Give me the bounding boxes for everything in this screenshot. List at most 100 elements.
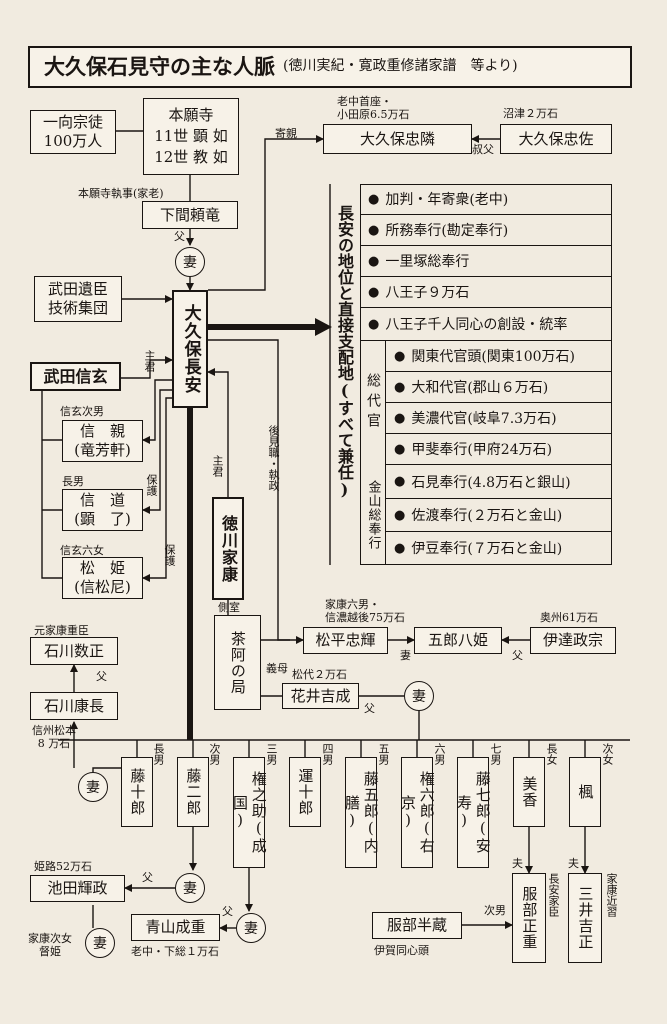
son-unjuro: 運十郎: [289, 757, 321, 827]
node-hanzo: 服部半蔵: [372, 912, 462, 939]
node-ikeda: 池田輝政: [30, 875, 125, 902]
son-gonnosuke: 権之助(成国): [231, 757, 268, 868]
node-matsuhime: 松 姫 (信松尼): [62, 557, 143, 599]
label-hogo-2: 保護: [163, 544, 176, 566]
son-order: 四男: [321, 743, 334, 765]
daughter-mika: 美香: [513, 757, 545, 827]
node-ikko: 一向宗徒 100万人: [30, 110, 116, 154]
daughter-kaede: 楓: [569, 757, 601, 827]
roles-heading: 長安の地位と直接支配地(すべて兼任): [335, 205, 354, 499]
label-yorioya: 寄親: [275, 127, 297, 140]
son-order: 七男: [489, 743, 502, 765]
label-nagayasu-kashin: 長安家臣: [547, 873, 560, 917]
label-shukufu: 叔父: [472, 143, 494, 156]
node-mitsui: 三井吉正: [568, 873, 602, 963]
node-nobuchika: 信 親 (竜芳軒): [62, 420, 143, 462]
son-order: 長男: [152, 743, 165, 765]
son-togoro: 藤五郎(内膳): [343, 757, 380, 868]
node-kazumasa: 石川数正: [30, 637, 118, 665]
kinzan-item: ●佐渡奉行(２万石と金山): [386, 499, 612, 532]
son-toshichiro: 藤七郎(安寿): [455, 757, 492, 868]
node-nobumichi: 信 道 (顕 了): [62, 489, 143, 531]
kinzan-label: 金山総奉行: [360, 465, 386, 565]
kinzan-item: ●伊豆奉行(７万石と金山): [386, 532, 612, 565]
label-father-2: 父: [512, 649, 523, 662]
label-father-5: 父: [142, 871, 153, 884]
label-otto-2: 夫: [568, 857, 579, 870]
son-order: 六男: [433, 743, 446, 765]
role-item: ●八王子千人同心の創設・統率: [360, 308, 612, 341]
daikan-item: ●美濃代官(岐阜7.3万石): [386, 403, 612, 434]
son-gonrokuro: 権六郎(右京): [399, 757, 436, 868]
daughter-order: 長女: [545, 743, 558, 765]
label-ishikawa-old: 元家康重臣: [34, 624, 89, 637]
label-roju: 老中首座・ 小田原6.5万石: [337, 95, 410, 121]
label-shukun-1: 主君: [143, 350, 156, 372]
label-shitsuji: 本願寺執事(家老): [78, 187, 164, 200]
label-matsushiro: 松代２万石: [292, 668, 347, 681]
node-aoyama: 青山成重: [131, 914, 220, 941]
spouse-circle-2: 妻: [404, 681, 434, 711]
label-iga: 伊賀同心頭: [374, 944, 429, 957]
daikan-item: ●関東代官頭(関東100万石): [386, 341, 612, 372]
son-tojiro: 藤二郎: [177, 757, 209, 827]
label-tsuma-1: 妻: [400, 649, 411, 662]
daughter-order: 次女: [601, 743, 614, 765]
node-masamune: 伊達政宗: [530, 627, 616, 654]
page-title: 大久保石見守の主な人脈: [44, 53, 275, 79]
label-father-1: 父: [174, 230, 185, 243]
node-shimotsuma: 下間頼竜: [142, 201, 238, 229]
spouse-circle-1: 妻: [175, 247, 205, 277]
label-matsumoto: 信州松本 8 万石: [32, 724, 76, 750]
label-father-3: 父: [364, 702, 375, 715]
label-shingen-6th: 信玄六女: [60, 544, 104, 557]
node-hanai: 花井吉成: [282, 683, 359, 709]
spouse-circle-4: 妻: [175, 873, 205, 903]
spouse-circle-5: 妻: [85, 928, 115, 958]
node-takeda-vassals: 武田遺臣 技術集団: [34, 276, 122, 322]
label-chonan-1: 長男: [62, 475, 84, 488]
node-hattori: 服部正重: [512, 873, 546, 963]
son-tojuro: 藤十郎: [121, 757, 153, 827]
title-box: 大久保石見守の主な人脈 (徳川実紀・寛政重修諸家譜 等より): [28, 46, 632, 88]
label-father-4: 父: [96, 670, 107, 683]
role-item: ●加判・年寄衆(老中): [360, 184, 612, 215]
label-ieyasu-kinju: 家康近習: [605, 873, 618, 917]
node-gorohachi: 五郎八姫: [414, 627, 502, 654]
son-order: 三男: [265, 743, 278, 765]
daikan-label: 総代官: [360, 341, 386, 465]
node-shingen: 武田信玄: [30, 362, 121, 391]
label-otto-1: 夫: [512, 857, 523, 870]
node-chaa: 茶阿の局: [214, 615, 261, 710]
node-tadasuke: 大久保忠佐: [500, 124, 612, 154]
role-item: ●八王子９万石: [360, 277, 612, 308]
node-yasunaga: 石川康長: [30, 692, 118, 720]
daikan-item: ●大和代官(郡山６万石): [386, 372, 612, 403]
node-honganji: 本願寺 11世 顕 如 12世 教 如: [143, 98, 239, 175]
son-order: 次男: [208, 743, 221, 765]
label-hogo-1: 保護: [145, 474, 158, 496]
label-numazu: 沼津２万石: [503, 107, 558, 120]
role-item: ●所務奉行(勘定奉行): [360, 215, 612, 246]
node-nagayasu: 大久保長安: [172, 290, 208, 408]
spouse-circle-3: 妻: [78, 772, 108, 802]
daikan-item: ●甲斐奉行(甲府24万石): [386, 434, 612, 465]
kinzan-item: ●石見奉行(4.8万石と銀山): [386, 465, 612, 499]
label-shingen-2nd: 信玄次男: [60, 405, 104, 418]
node-tadachika: 大久保忠隣: [323, 124, 472, 154]
role-item: ●一里塚総奉行: [360, 246, 612, 277]
label-sokushitsu: 側室: [218, 601, 240, 614]
son-order: 五男: [377, 743, 390, 765]
label-jinan: 次男: [484, 904, 506, 917]
label-koken: 後見職・執政: [267, 425, 280, 491]
label-gibo: 義母: [266, 662, 288, 675]
label-ieyasu-6th: 家康六男・ 信濃越後75万石: [325, 598, 405, 624]
page-subtitle: (徳川実紀・寛政重修諸家譜 等より): [283, 58, 518, 75]
node-tadateru: 松平忠輝: [303, 627, 388, 654]
label-shukun-2: 主君: [211, 455, 224, 477]
label-father-6: 父: [222, 905, 233, 918]
label-oshu: 奥州61万石: [540, 611, 598, 624]
node-ieyasu: 徳川家康: [212, 497, 244, 600]
spouse-circle-6: 妻: [236, 913, 266, 943]
